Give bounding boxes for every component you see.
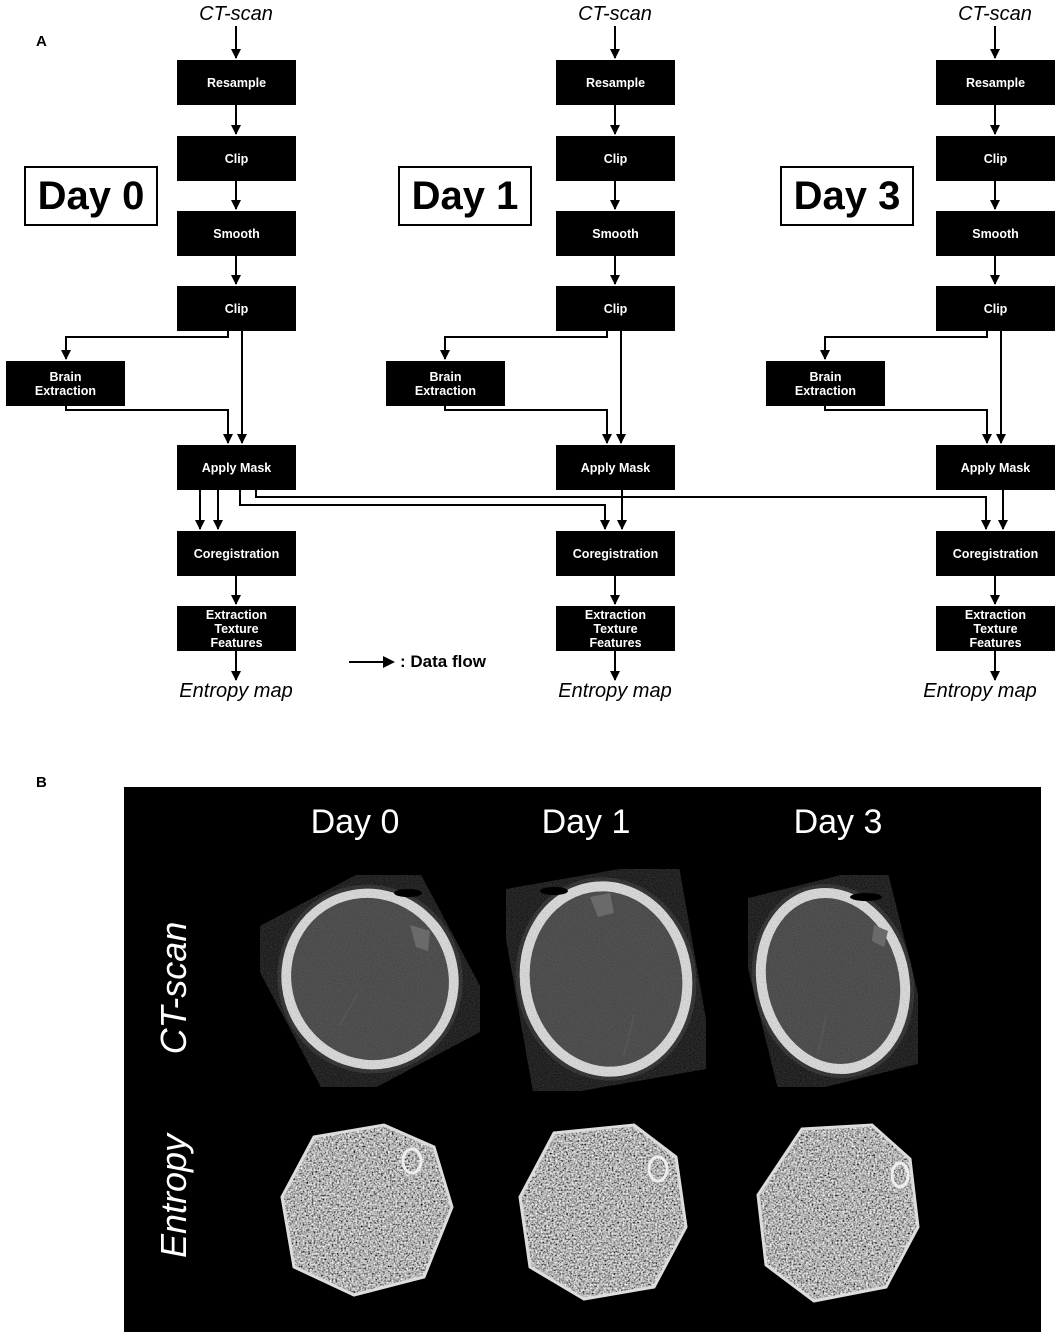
brain-extraction-step-day0: Brain Extraction	[6, 361, 125, 406]
resample-step-day1: Resample	[556, 60, 675, 105]
apply-mask-step-day0: Apply Mask	[177, 445, 296, 490]
arrow-brain-mask-2	[824, 406, 992, 444]
clip2-step-day3: Clip	[936, 286, 1055, 331]
clip-step-day0: Clip	[177, 136, 296, 181]
apply-mask-step-day1: Apply Mask	[556, 445, 675, 490]
scan-panel: Day 0 Day 1 Day 3 CT-scan Entropy	[124, 787, 1041, 1332]
ct-scan-image-day0	[277, 884, 463, 1074]
arrow-brain-mask-0	[65, 406, 233, 444]
brain-extraction-step-day3: Brain Extraction	[766, 361, 885, 406]
smooth-step-day0: Smooth	[177, 211, 296, 256]
extraction-step-day1: Extraction Texture Features	[556, 606, 675, 651]
smooth-step-day1: Smooth	[556, 211, 675, 256]
arrow-clip-brain-0	[61, 331, 229, 360]
row-header-ct-scan: CT-scan	[153, 921, 194, 1055]
coregistration-step-day3: Coregistration	[936, 531, 1055, 576]
entropy-image-day1	[518, 1123, 688, 1301]
input-label-day3: CT-scan	[958, 3, 1032, 25]
clip-step-day3: Clip	[936, 136, 1055, 181]
column-header-day0: Day 0	[310, 803, 400, 841]
input-label-day0: CT-scan	[199, 3, 273, 25]
column-header-day3: Day 3	[793, 803, 883, 841]
output-label-day0: Entropy map	[179, 680, 293, 702]
output-label-day3: Entropy map	[923, 680, 1037, 702]
resample-step-day3: Resample	[936, 60, 1055, 105]
ct-scan-image-day1	[515, 877, 697, 1081]
extraction-step-day3: Extraction Texture Features	[936, 606, 1055, 651]
output-label-day1: Entropy map	[558, 680, 672, 702]
panel-a-letter: A	[36, 33, 47, 50]
day-label-day3: Day 3	[780, 166, 914, 226]
ct-scan-image-day3	[751, 883, 915, 1079]
row-header-entropy: Entropy	[153, 1133, 194, 1259]
coregistration-step-day1: Coregistration	[556, 531, 675, 576]
data-flow-arrows	[61, 26, 1008, 681]
clip2-step-day1: Clip	[556, 286, 675, 331]
apply-mask-step-day3: Apply Mask	[936, 445, 1055, 490]
coregistration-step-day0: Coregistration	[177, 531, 296, 576]
entropy-image-day3	[756, 1123, 920, 1303]
arrow-mask0-coreg1	[239, 490, 610, 530]
clip2-step-day0: Clip	[177, 286, 296, 331]
arrow-brain-mask-1	[444, 406, 612, 444]
input-label-day1: CT-scan	[578, 3, 652, 25]
arrow-clip-brain-2	[820, 331, 988, 360]
day-label-day0: Day 0	[24, 166, 158, 226]
panel-b-letter: B	[36, 774, 47, 791]
clip-step-day1: Clip	[556, 136, 675, 181]
column-header-day1: Day 1	[541, 803, 631, 841]
arrow-mask0-coreg3	[255, 490, 991, 530]
smooth-step-day3: Smooth	[936, 211, 1055, 256]
day-label-day1: Day 1	[398, 166, 532, 226]
entropy-image-day0	[280, 1123, 454, 1297]
resample-step-day0: Resample	[177, 60, 296, 105]
arrow-clip-brain-1	[440, 331, 608, 360]
legend-arrow-icon	[349, 656, 395, 668]
legend-label: : Data flow	[400, 652, 486, 671]
brain-extraction-step-day1: Brain Extraction	[386, 361, 505, 406]
extraction-step-day0: Extraction Texture Features	[177, 606, 296, 651]
